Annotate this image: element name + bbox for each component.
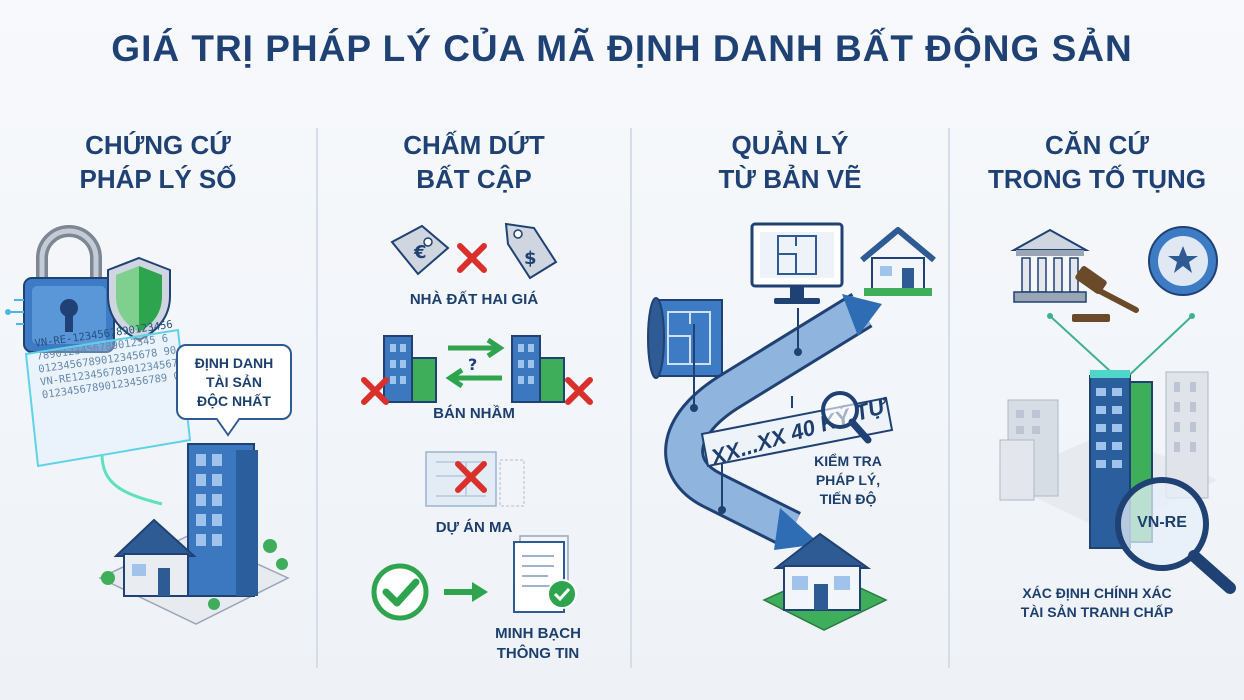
label-dual-price: NHÀ ĐẤT HAI GIÁ: [409, 291, 539, 308]
dollar-tag-icon: $: [504, 222, 558, 280]
column-management-from-drawings: QUẢN LÝ TỪ BẢN VẼ XX...XX 40 KÝ TỰ: [632, 0, 948, 700]
magnifier-id-label: VN-RE: [1137, 514, 1187, 531]
label-ghost-project: DỰ ÁN MA: [435, 519, 513, 536]
magnifying-glass-icon: [1115, 477, 1236, 594]
checkmark-circle-icon: [371, 563, 429, 621]
padlock-icon: [5, 225, 115, 353]
page-title: GIÁ TRỊ PHÁP LÝ CỦA MÃ ĐỊNH DANH BẤT ĐỘN…: [111, 28, 1133, 69]
column-divider-3: [948, 128, 950, 668]
courthouse-icon: [1010, 228, 1090, 303]
label-identify-disputed-asset: XÁC ĐỊNH CHÍNH XÁC TÀI SẢN TRANH CHẤP: [1020, 585, 1174, 620]
column-divider-2: [630, 128, 632, 668]
unique-asset-id-bubble: ĐỊNH DANH TÀI SẢN ĐỘC NHẤT: [176, 344, 292, 420]
document-check-icon: [513, 535, 577, 613]
svg-text:$: $: [524, 248, 537, 269]
column-title: CHỨNG CỨ PHÁP LÝ SỐ: [79, 130, 237, 194]
monitor-floorplan-icon: [750, 222, 844, 304]
wrong-sale-buildings-icon: ?: [361, 335, 593, 405]
column-digital-legal-evidence: CHỨNG CỨ PHÁP LÝ SỐ VN-RE-12345678901234…: [0, 0, 316, 700]
blueprint-roll-icon: [647, 297, 723, 379]
column-litigation-basis: CĂN CỨ TRONG TỐ TỤNG: [950, 0, 1244, 700]
svg-text:€: €: [413, 242, 427, 263]
gavel-icon: [1072, 266, 1139, 322]
ghost-project-blueprint-icon: [425, 451, 525, 507]
house-icon: [860, 227, 936, 296]
property-buildings-icon: [98, 443, 290, 625]
national-emblem-icon: [1148, 226, 1218, 296]
flow-arrow: [664, 292, 882, 550]
column-title: QUẢN LÝ TỪ BẢN VẼ: [718, 130, 862, 194]
magnifier-icon: [821, 391, 872, 444]
house-on-green-icon: [762, 532, 888, 631]
column-divider-1: [316, 128, 318, 668]
label-legal-progress-check: KIỂM TRA PHÁP LÝ, TIẾN ĐỘ: [814, 453, 882, 507]
label-wrong-sale: BÁN NHẦM: [433, 405, 515, 422]
shield-icon: [107, 256, 171, 342]
arrow-right-icon: [444, 582, 488, 602]
euro-tag-icon: €: [390, 224, 450, 276]
column-title: CĂN CỨ TRONG TỐ TỤNG: [987, 130, 1207, 194]
column-ending-inadequacies: CHẤM DỨT BẤT CẬP € $ NHÀ ĐẤT HAI GIÁ ? B…: [318, 0, 630, 700]
label-transparency: MINH BẠCH THÔNG TIN: [495, 625, 581, 662]
column-title: CHẤM DỨT BẤT CẬP: [403, 130, 545, 194]
red-x-icon: [457, 243, 487, 273]
code-panel-frame: [24, 328, 192, 506]
svg-text:?: ?: [468, 355, 477, 374]
